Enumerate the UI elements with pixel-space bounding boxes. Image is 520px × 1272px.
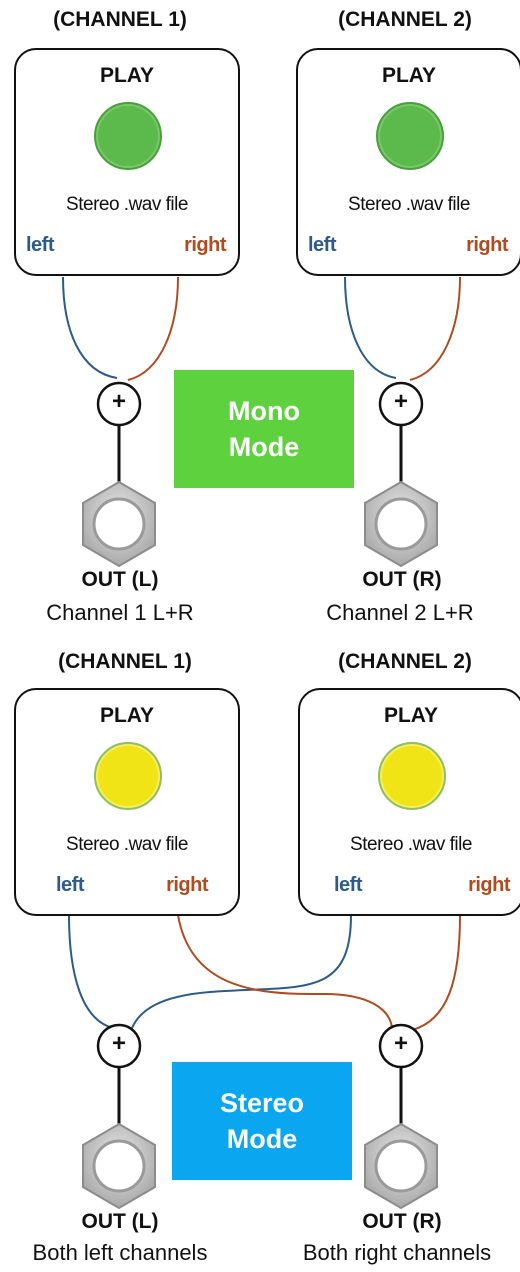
bottom-channel2-title: (CHANNEL 2) [338, 650, 472, 673]
right-label: right [468, 874, 510, 896]
top-channel2-title: (CHANNEL 2) [338, 8, 472, 31]
bottom-channel1-title: (CHANNEL 1) [58, 650, 192, 673]
plus-symbol: + [393, 388, 408, 415]
top-out-right-desc: Channel 2 L+R [326, 600, 474, 625]
left-label: left [56, 874, 85, 896]
bottom-wires [68, 914, 461, 1132]
bottom-out-right-desc: Both right channels [302, 1240, 492, 1265]
top-channel1-module: PLAY Stereo .wav file left right [14, 48, 240, 276]
led-indicator-icon [376, 102, 444, 170]
file-label: Stereo .wav file [350, 834, 472, 855]
top-out-left-desc: Channel 1 L+R [46, 600, 194, 625]
bottom-ch2-left-wire [131, 914, 352, 1029]
file-label: Stereo .wav file [348, 194, 470, 215]
top-ch1-left-wire [62, 276, 118, 379]
right-label: right [466, 234, 508, 256]
play-label: PLAY [383, 704, 439, 727]
right-label: right [184, 234, 226, 256]
bottom-channel2-module: PLAY Stereo .wav file left right [298, 688, 520, 916]
right-label: right [166, 874, 208, 896]
plus-mixer-icon [378, 381, 424, 427]
left-label: left [334, 874, 363, 896]
mode-line2: Mode [228, 432, 300, 462]
mode-line1: Mono [228, 396, 300, 426]
mode-line2: Mode [226, 1124, 298, 1154]
left-label: left [308, 234, 337, 256]
plus-symbol: + [393, 1030, 408, 1057]
hex-jack-icon [82, 480, 156, 568]
plus-mixer-icon [96, 381, 142, 427]
bottom-channel1-module: PLAY Stereo .wav file left right [14, 688, 240, 916]
hex-jack-icon [82, 1122, 156, 1210]
led-indicator-icon [94, 102, 162, 170]
bottom-out-left-label: OUT (L) [81, 1210, 159, 1233]
bottom-ch1-right-wire [177, 914, 393, 1029]
hex-jack-icon [364, 1122, 438, 1210]
bottom-ch2-right-wire [411, 914, 461, 1031]
top-channel1-title: (CHANNEL 1) [53, 8, 187, 31]
bottom-out-left-desc: Both left channels [32, 1240, 208, 1265]
top-out-left-label: OUT (L) [81, 568, 159, 591]
stereo-mode-badge: Stereo Mode [172, 1062, 352, 1180]
play-label: PLAY [99, 704, 155, 727]
top-ch2-right-wire [409, 276, 461, 381]
top-wires [62, 276, 461, 490]
plus-mixer-icon [378, 1023, 424, 1069]
plus-symbol: + [111, 388, 126, 415]
plus-mixer-icon [96, 1023, 142, 1069]
play-label: PLAY [99, 64, 155, 87]
top-out-right-label: OUT (R) [362, 568, 442, 591]
bottom-out-right-label: OUT (R) [362, 1210, 442, 1233]
top-ch2-left-wire [344, 276, 397, 379]
mono-mode-badge: Mono Mode [174, 370, 354, 488]
led-indicator-icon [94, 742, 162, 810]
mode-line1: Stereo [219, 1088, 305, 1118]
bottom-ch1-left-wire [68, 914, 114, 1029]
hex-jack-icon [364, 480, 438, 568]
top-channel2-module: PLAY Stereo .wav file left right [296, 48, 520, 276]
file-label: Stereo .wav file [66, 194, 188, 215]
play-label: PLAY [381, 64, 437, 87]
file-label: Stereo .wav file [66, 834, 188, 855]
top-ch1-right-wire [127, 276, 179, 381]
plus-symbol: + [111, 1030, 126, 1057]
led-indicator-icon [378, 742, 446, 810]
left-label: left [26, 234, 55, 256]
